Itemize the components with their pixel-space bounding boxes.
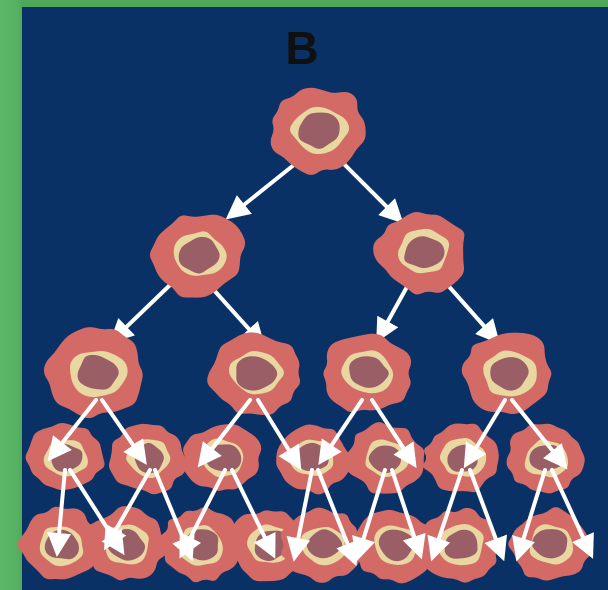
cell-2 bbox=[373, 211, 465, 295]
cells-layer bbox=[17, 87, 591, 584]
division-arrow-6 bbox=[47, 398, 98, 462]
cell-nucleus bbox=[298, 112, 340, 149]
cell-1 bbox=[149, 214, 246, 298]
division-arrow-23 bbox=[390, 468, 426, 560]
division-arrow-22 bbox=[352, 468, 387, 562]
division-arrow-21 bbox=[316, 468, 359, 567]
cell-nucleus bbox=[531, 529, 568, 559]
cell-11 bbox=[343, 422, 425, 494]
division-arrow-4 bbox=[376, 283, 410, 343]
division-arrow-11 bbox=[370, 398, 417, 469]
division-arrow-18 bbox=[179, 468, 227, 559]
cell-nucleus bbox=[368, 445, 402, 474]
cell-4 bbox=[207, 332, 301, 416]
cell-nucleus bbox=[306, 529, 343, 559]
cell-13 bbox=[506, 423, 585, 494]
cell-3 bbox=[43, 327, 143, 419]
cell-nucleus bbox=[77, 354, 119, 390]
division-arrow-27 bbox=[550, 468, 594, 559]
division-arrow-14 bbox=[47, 468, 72, 557]
arrows-layer bbox=[109, 158, 500, 347]
division-arrow-20 bbox=[286, 468, 314, 562]
cell-8 bbox=[108, 423, 187, 495]
cell-nucleus bbox=[444, 529, 478, 559]
division-arrow-5 bbox=[443, 280, 500, 344]
cell-0 bbox=[270, 87, 366, 175]
division-arrow-25 bbox=[468, 468, 508, 562]
cell-nucleus bbox=[404, 236, 445, 269]
division-arrow-7 bbox=[100, 398, 147, 465]
cell-5 bbox=[323, 333, 412, 413]
division-arrow-19 bbox=[230, 468, 276, 559]
division-arrow-1 bbox=[338, 158, 404, 224]
division-arrow-9 bbox=[256, 398, 302, 471]
division-arrow-2 bbox=[109, 283, 172, 344]
cell-6 bbox=[461, 332, 552, 414]
cell-nucleus bbox=[178, 236, 220, 274]
division-arrow-26 bbox=[512, 468, 547, 562]
cell-nucleus bbox=[490, 357, 529, 391]
division-arrow-12 bbox=[463, 398, 507, 469]
cell-nucleus bbox=[349, 356, 389, 388]
front-arrows-layer bbox=[47, 398, 594, 567]
cell-nucleus bbox=[236, 356, 278, 391]
division-arrow-3 bbox=[210, 286, 266, 347]
cell-12 bbox=[423, 423, 499, 493]
division-arrow-0 bbox=[225, 158, 302, 220]
division-arrow-24 bbox=[427, 468, 464, 562]
division-arrow-16 bbox=[104, 468, 152, 551]
division-arrow-10 bbox=[318, 398, 364, 465]
panel-label: B bbox=[285, 22, 319, 74]
division-arrow-8 bbox=[197, 398, 252, 468]
division-arrow-13 bbox=[510, 398, 568, 470]
